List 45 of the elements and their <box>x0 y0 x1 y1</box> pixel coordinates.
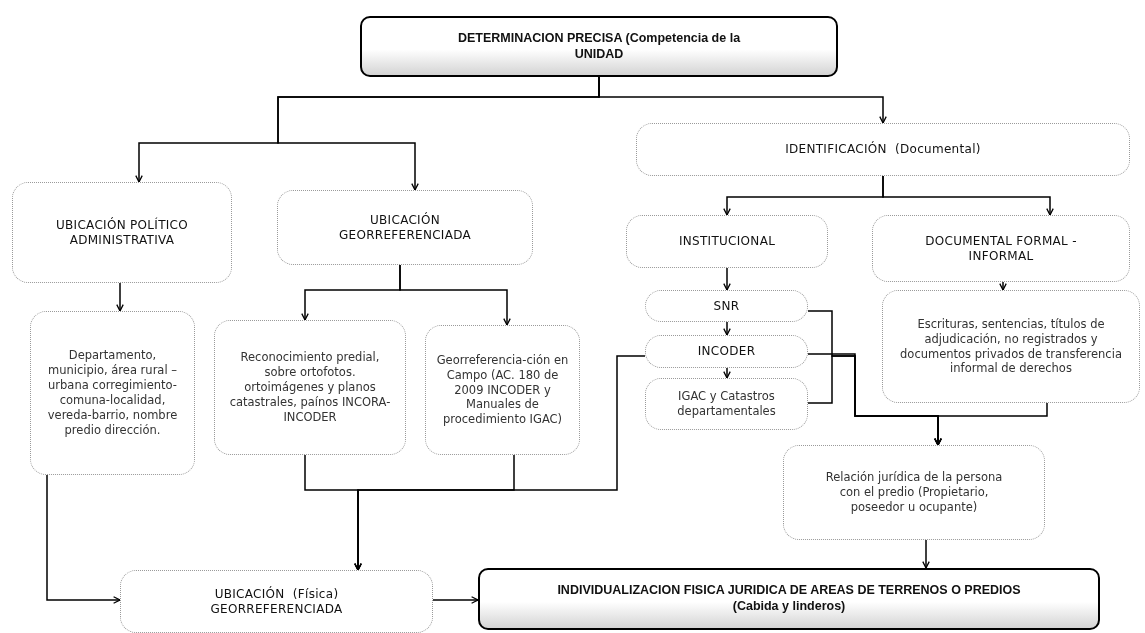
highlight-box <box>360 16 838 77</box>
node-text: Departamento, municipio, área rural –urbana corregimiento-comuna-localidad, vereda-barrio, nombre predio dirección. <box>46 348 179 438</box>
node-text: Relación jurídica de la persona con el predio (Propietario, poseedor u ocupante) <box>824 470 1004 515</box>
arrow <box>399 264 511 326</box>
process-box <box>645 378 808 430</box>
node-text: IDENTIFICACIÓN (Documental) <box>785 142 981 157</box>
process-box <box>882 290 1140 403</box>
arrow <box>723 367 731 379</box>
process-box <box>277 190 533 265</box>
arrow <box>723 321 731 336</box>
process-box <box>783 445 1045 540</box>
node-text: Georreferencia-ción en Campo (AC. 180 de 2009 INCODER y Manuales de procedimiento IGAC) <box>435 352 570 428</box>
process-box <box>12 182 232 283</box>
node-text: SNR <box>713 298 740 314</box>
process-box <box>214 320 406 455</box>
node-text: INCODER <box>697 344 756 359</box>
arrow <box>354 355 646 571</box>
arrow <box>999 281 1007 291</box>
process-box <box>425 325 580 455</box>
arrow <box>598 76 887 124</box>
process-box <box>872 215 1130 282</box>
node-text: Escrituras, sentencias, títulos de adjudicación, no registrados y documentos privados de transferencia informal de derechos <box>899 316 1123 377</box>
arrow <box>934 402 1048 446</box>
process-box <box>626 215 828 268</box>
node-text: UBICACIÓN (Física) GEORREFERENCIADA <box>209 586 344 617</box>
process-box <box>645 335 808 368</box>
arrow <box>922 539 930 569</box>
process-box <box>120 570 433 633</box>
node-text: DOCUMENTAL FORMAL - INFORMAL <box>924 233 1078 264</box>
arrow <box>116 282 124 312</box>
process-box <box>30 311 195 475</box>
arrow <box>882 175 1054 216</box>
node-text: UBICACIÓN GEORREFERENCIADA <box>337 212 473 243</box>
arrow <box>723 267 731 291</box>
arrow <box>432 596 479 604</box>
node-text: IGAC y Catastros departamentales <box>676 389 777 419</box>
arrow <box>46 474 121 604</box>
node-text: DETERMINACION PRECISA (Competencia de la UNIDAD <box>456 30 742 63</box>
node-text: INSTITUCIONAL <box>678 234 776 249</box>
node-text: UBICACIÓN POLÍTICO ADMINISTRATIVA <box>54 217 190 248</box>
node-text: Reconocimiento predial, sobre ortofotos. ortoimágenes y planos catastrales, paínos INCORA-INCODER <box>228 350 392 425</box>
process-box <box>636 123 1130 176</box>
process-box <box>645 290 808 322</box>
node-text: INDIVIDUALIZACION FISICA JURIDICA DE AREAS DE TERRENOS O PREDIOS (Cabida y linderos) <box>556 583 1022 615</box>
highlight-box <box>478 568 1100 630</box>
